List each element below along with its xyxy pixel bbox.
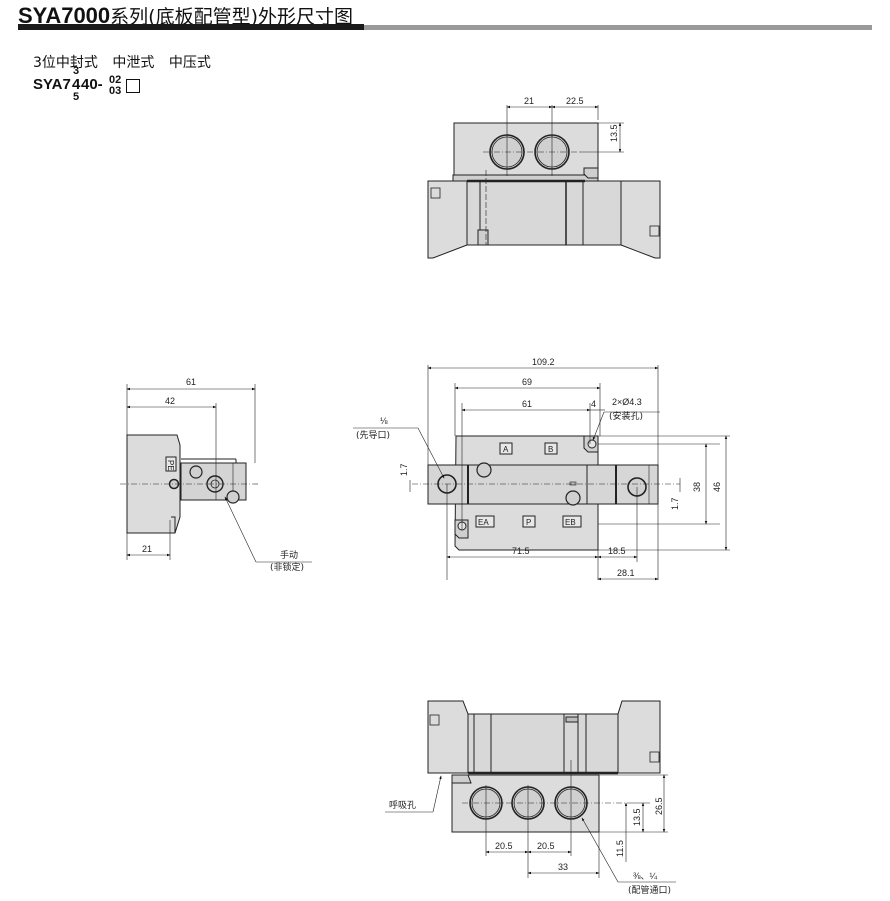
suffix-box	[126, 79, 140, 93]
dim-front-1-7-left: 1.7	[399, 463, 409, 476]
bottom-view-dimensions	[385, 760, 676, 883]
dim-front-109-2: 109.2	[532, 357, 555, 367]
side-view-dimensions	[120, 384, 312, 563]
dim-side-21: 21	[142, 544, 152, 554]
dim-side-61: 61	[186, 377, 196, 387]
dim-front-18-5: 18.5	[608, 546, 626, 556]
dim-bottom-11-5: 11.5	[615, 840, 625, 857]
dim-side-42: 42	[165, 396, 175, 406]
variant-mid: 4	[72, 76, 81, 93]
valve-type: 中压式	[168, 55, 211, 71]
port-label-p: P	[526, 518, 531, 527]
piping-port-label: (配管通口)	[628, 884, 671, 896]
bottom-view	[427, 700, 661, 833]
port-label-pe: PE	[166, 460, 175, 471]
dim-bottom-20-5-a: 20.5	[495, 841, 513, 851]
port-bottom: 03	[109, 85, 122, 97]
dim-front-38: 38	[692, 482, 702, 492]
dim-top-21: 21	[524, 96, 534, 106]
top-view-dimensions	[483, 105, 624, 245]
manual-override-label: 手动	[280, 549, 298, 561]
title-underline-light	[364, 25, 872, 30]
port-label-a: A	[503, 445, 509, 454]
dim-top-13-5: 13.5	[609, 124, 619, 142]
manual-override-sublabel: (非锁定)	[270, 561, 304, 573]
dim-front-28-1: 28.1	[617, 568, 635, 578]
dim-front-1-7-right: 1.7	[670, 497, 680, 510]
front-view-dimensions	[353, 365, 730, 581]
port-label-b: B	[548, 445, 553, 454]
valve-type-list: 3位中封式 中泄式 中压式	[33, 52, 221, 72]
variant-bottom: 5	[73, 91, 80, 103]
dim-bottom-20-5-b: 20.5	[537, 841, 555, 851]
dim-front-69: 69	[522, 377, 532, 387]
dim-front-71-5: 71.5	[512, 546, 530, 556]
dim-bottom-13-5: 13.5	[632, 808, 642, 826]
port-label-ea: EA	[478, 518, 489, 527]
dim-bottom-26-5: 26.5	[654, 797, 664, 815]
title-text: 系列(底板配管型)外形尺寸图	[110, 6, 353, 28]
piping-port-size: ⅜、¼	[633, 871, 658, 881]
port-label-eb: EB	[565, 518, 576, 527]
front-view	[427, 435, 659, 551]
model-mid: 40-	[81, 76, 103, 93]
mount-hole-label: (安装孔)	[609, 410, 643, 422]
title-underline-dark	[18, 24, 364, 30]
page-title: SYA7000系列(底板配管型)外形尺寸图	[18, 2, 353, 29]
dim-top-22-5: 22.5	[566, 96, 584, 106]
model-prefix: SYA7	[33, 76, 71, 93]
pilot-port-size: ⅛	[380, 416, 388, 426]
top-view	[427, 122, 661, 259]
dim-bottom-33: 33	[558, 862, 568, 872]
variant-top: 3	[73, 65, 80, 77]
port-top: 02	[109, 74, 122, 86]
breather-hole-label: 呼吸孔	[389, 800, 416, 811]
dim-front-61: 61	[522, 399, 532, 409]
title-model: SYA7000	[18, 3, 111, 28]
mount-hole-size: 2×Ø4.3	[612, 397, 642, 407]
pilot-port-label: (先导口)	[356, 429, 390, 441]
dim-front-4: 4	[591, 399, 596, 409]
valve-type: 中泄式	[112, 55, 155, 71]
valve-type: 3位中封式	[33, 55, 98, 71]
dim-front-46: 46	[712, 482, 722, 492]
